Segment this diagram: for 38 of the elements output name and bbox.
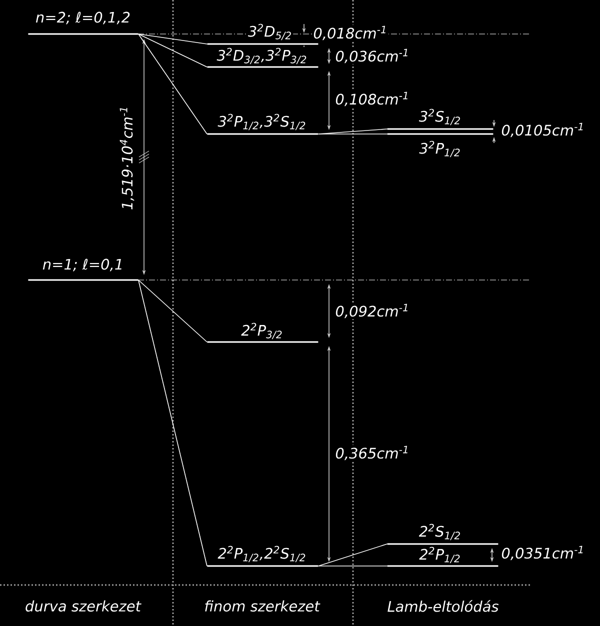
dimension-label: 0,0105cm$^{-1}$ <box>500 122 586 138</box>
node-label: n=2; ℓ=0,1,2 <box>36 12 130 24</box>
energy-level: 3$^{2}$P$_{1/2}$ <box>387 133 494 158</box>
node-label: 2$^{2}$P$_{1/2}$ <box>419 546 460 564</box>
dimension-label: 1,519·10$^{4}$cm$^{-1}$ <box>118 104 136 212</box>
energy-level: 2$^{2}$P$_{3/2}$ <box>207 322 318 343</box>
energy-level: 2$^{2}$P$_{1/2}$ <box>387 546 498 567</box>
dimension-label: 0,092cm$^{-1}$ <box>334 302 410 320</box>
connector-line <box>138 34 208 68</box>
dimension-label: 0,018cm$^{-1}$ <box>312 24 388 42</box>
energy-level: 2$^{2}$S$_{1/2}$ <box>387 522 498 545</box>
connector-line <box>138 280 208 342</box>
energy-level: 3$^{2}$D$_{3/2}$,3$^{2}$P$_{3/2}$ <box>207 46 318 68</box>
energy-level: 3$^{2}$S$_{1/2}$ <box>387 108 494 130</box>
column-heading: Lamb-eltolódás <box>386 599 500 613</box>
dimension-label: 0,365cm$^{-1}$ <box>334 444 410 462</box>
node-label: 3$^{2}$D$_{3/2}$,3$^{2}$P$_{3/2}$ <box>216 48 306 64</box>
energy-level: 2$^{2}$P$_{1/2}$,2$^{2}$S$_{1/2}$ <box>207 544 318 567</box>
node-label: n=1; ℓ=0,1 <box>42 258 122 272</box>
connector-line <box>138 280 208 566</box>
dimension-label: 0,108cm$^{-1}$ <box>334 90 410 108</box>
dimension-label: 0,0351cm$^{-1}$ <box>500 544 586 562</box>
node-label: 3$^{2}$P$_{1/2}$ <box>419 140 460 158</box>
energy-level: n=1; ℓ=0,1 <box>28 258 138 281</box>
node-label: 3$^{2}$P$_{1/2}$,3$^{2}$S$_{1/2}$ <box>218 114 306 130</box>
column-heading: finom szerkezet <box>203 599 321 613</box>
connector-line <box>138 34 208 44</box>
node-label: 2$^{2}$P$_{1/2}$,2$^{2}$S$_{1/2}$ <box>218 546 306 562</box>
dimension-label: 0,036cm$^{-1}$ <box>334 48 410 64</box>
node-label: 2$^{2}$S$_{1/2}$ <box>418 524 460 540</box>
node-label: 3$^{2}$D$_{5/2}$ <box>248 24 291 40</box>
energy-level: 3$^{2}$P$_{1/2}$,3$^{2}$S$_{1/2}$ <box>207 112 318 135</box>
connector-line <box>138 34 208 134</box>
column-heading: durva szerkezet <box>24 599 142 613</box>
energy-level: n=2; ℓ=0,1,2 <box>28 10 138 35</box>
node-label: 2$^{2}$P$_{3/2}$ <box>241 322 282 340</box>
node-label: 3$^{2}$S$_{1/2}$ <box>418 108 460 126</box>
connector-line <box>318 544 388 566</box>
